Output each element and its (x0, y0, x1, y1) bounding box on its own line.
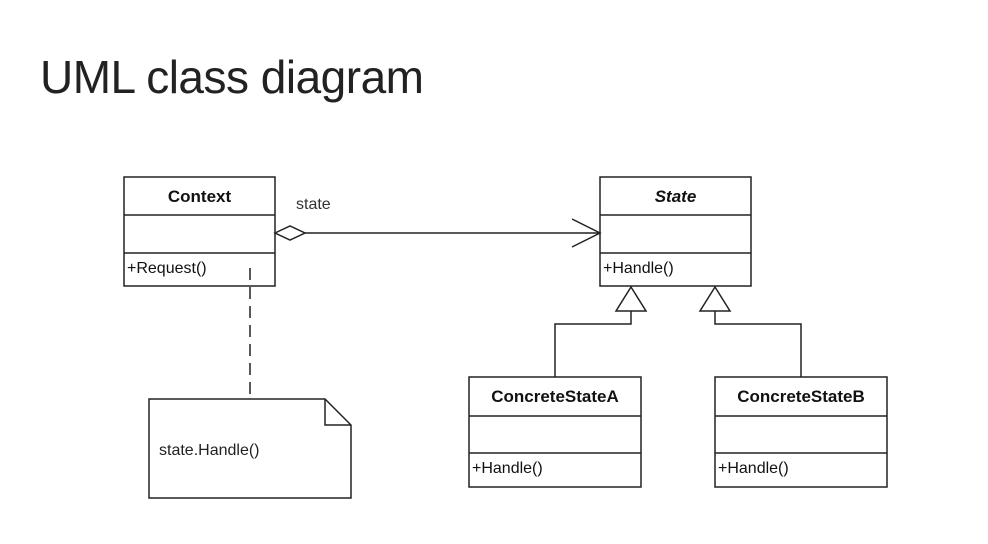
note: state.Handle() (148, 398, 352, 499)
class-concrete-state-b-method: +Handle() (718, 460, 789, 477)
class-concrete-state-a-method: +Handle() (472, 460, 543, 477)
aggregation-diamond (273, 225, 307, 241)
class-state-name: State (655, 187, 697, 206)
generalization-a (554, 285, 648, 377)
class-context-box (123, 176, 276, 287)
generalization-b-line (714, 311, 802, 377)
note-fold (324, 399, 351, 426)
association-arrowhead (571, 218, 602, 248)
diagram-title: UML class diagram (40, 51, 424, 103)
class-context-method: +Request() (127, 260, 207, 277)
note-text: state.Handle() (159, 442, 260, 459)
class-state: State +Handle() (599, 176, 752, 287)
generalization-a-triangle (614, 285, 648, 312)
class-context-name: Context (168, 187, 232, 206)
generalization-b (698, 285, 802, 377)
class-state-box (599, 176, 752, 287)
generalization-b-triangle (698, 285, 732, 312)
class-concrete-state-a: ConcreteStateA +Handle() (468, 376, 642, 488)
class-concrete-state-b-box (714, 376, 888, 488)
aggregation-association: state (273, 196, 602, 248)
class-state-method: +Handle() (603, 260, 674, 277)
class-concrete-state-a-box (468, 376, 642, 488)
class-concrete-state-b: ConcreteStateB +Handle() (714, 376, 888, 488)
association-label: state (296, 196, 331, 213)
class-concrete-state-b-name: ConcreteStateB (737, 387, 865, 406)
class-concrete-state-a-name: ConcreteStateA (491, 387, 619, 406)
note-box (148, 398, 352, 499)
generalization-a-line (554, 311, 632, 377)
class-context: Context +Request() (123, 176, 276, 287)
